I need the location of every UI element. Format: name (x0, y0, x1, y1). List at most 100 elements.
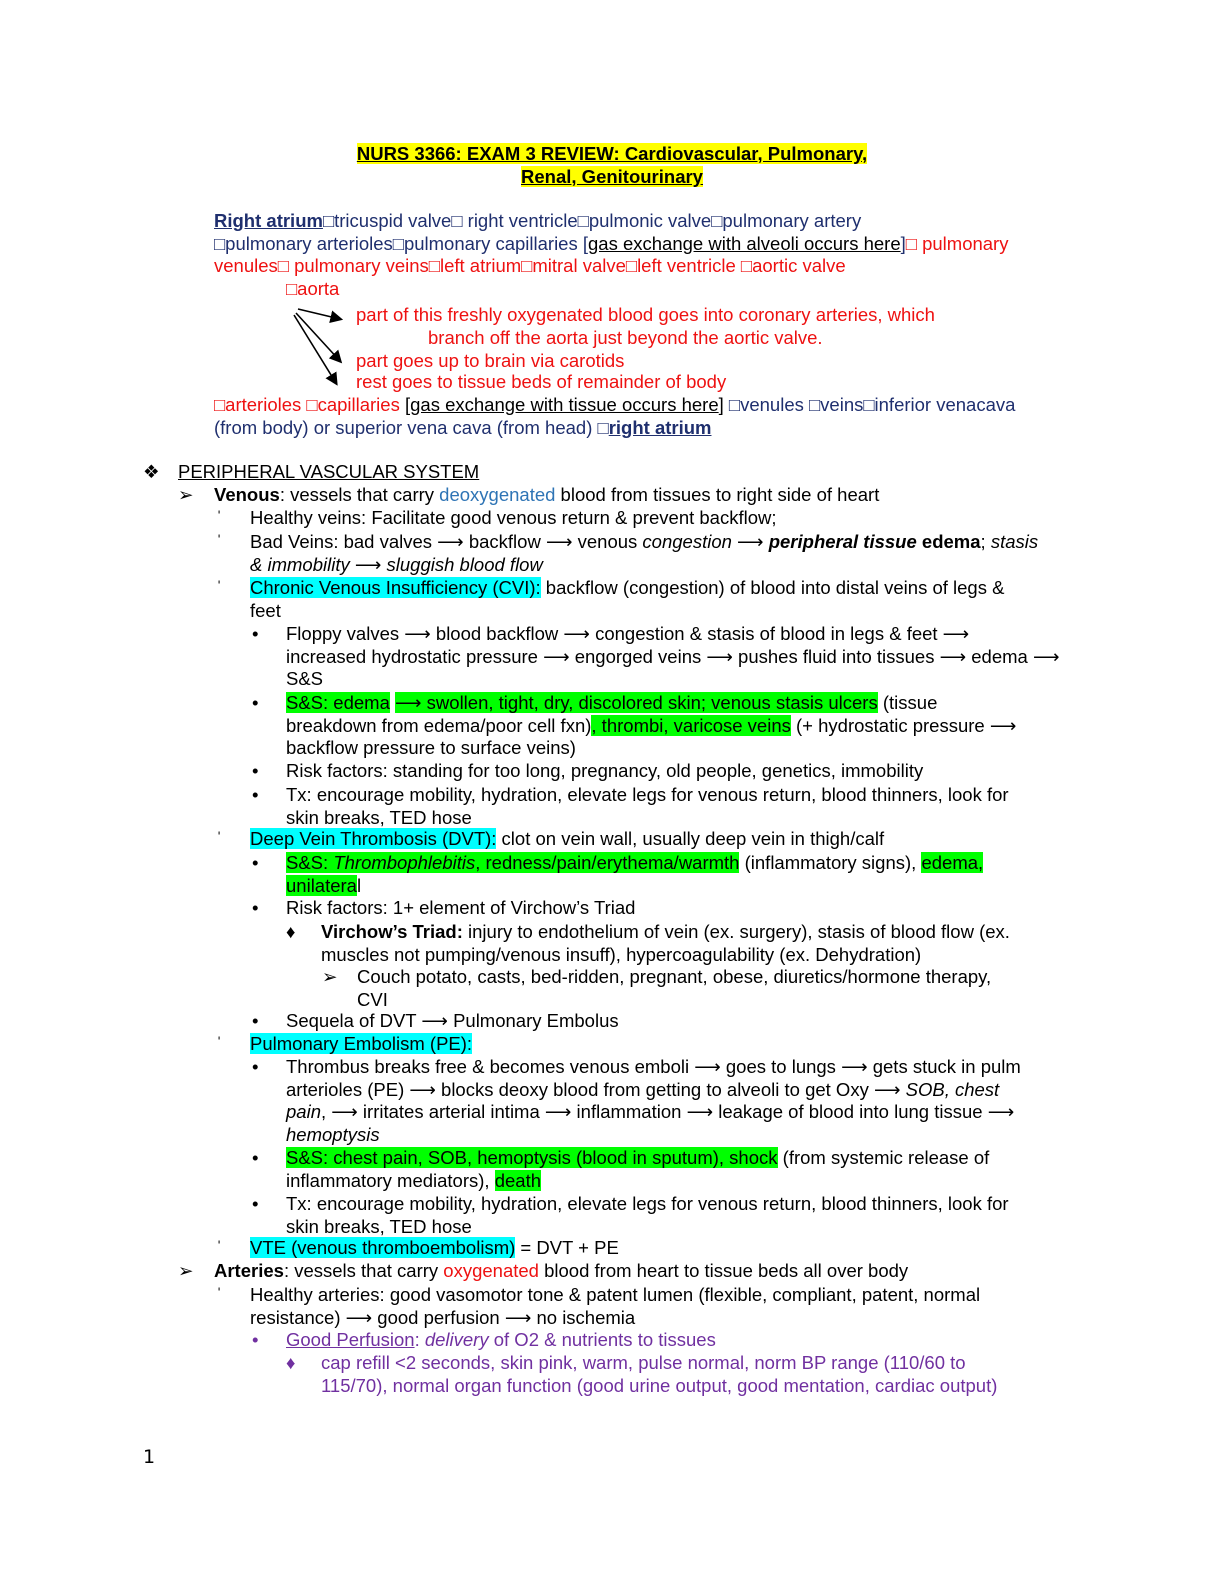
return-line-1: □arterioles □capillaries [gas exchange w… (214, 394, 1094, 417)
cvi-floppy-line-1: Floppy valves ⟶ blood backflow ⟶ congest… (286, 623, 970, 644)
tick-bullet-icon: ˈ (216, 828, 223, 849)
dvt-risk-factors: Risk factors: 1+ element of Virchow’s Tr… (286, 897, 636, 918)
text (490, 1170, 495, 1191)
highlight: , thrombi, varicose veins (591, 714, 791, 736)
pe-label: Pulmonary Embolism (PE): (250, 1033, 473, 1054)
cvi-definition: Chronic Venous Insufficiency (CVI): back… (250, 577, 1070, 622)
text: ⟶ (731, 531, 769, 552)
arrowhead-bullet-icon: ➢ (178, 1260, 194, 1281)
flow-line-2: □pulmonary arterioles□pulmonary capillar… (214, 233, 1094, 256)
cvi-pathophysiology: Floppy valves ⟶ blood backflow ⟶ congest… (286, 623, 1076, 691)
arrowhead-bullet-icon: ➢ (178, 484, 194, 505)
text: , redness/pain/erythema/warmth (475, 852, 740, 873)
document-title: NURS 3366: EXAM 3 REVIEW: Cardiovascular… (0, 143, 1224, 188)
branch-coronary-cont: branch off the aorta just beyond the aor… (428, 327, 823, 348)
right-atrium-end: right atrium (608, 416, 712, 438)
title-line-1: NURS 3366: EXAM 3 REVIEW: Cardiovascular… (356, 143, 868, 164)
branch-carotids: part goes up to brain via carotids (356, 350, 625, 371)
dvt-ss-line-1: S&S: Thrombophlebitis, redness/pain/eryt… (286, 852, 1076, 875)
gas-exchange-tissue: gas exchange with tissue occurs here (410, 394, 719, 415)
flow-text-red: □ pulmonary (905, 232, 1009, 254)
text: (tissue (877, 692, 938, 713)
highlight: unilatera (286, 874, 357, 896)
deoxygenated-word: deoxygenated (439, 484, 556, 505)
healthy-veins: Healthy veins: Facilitate good venous re… (250, 507, 777, 528)
cvi-line-2: feet (250, 599, 281, 621)
highlight: ⟶ swollen, tight, dry, discolored skin; … (395, 692, 878, 713)
return-line-2: (from body) or superior vena cava (from … (214, 417, 1094, 440)
highlight: S&S: Thrombophlebitis, redness/pain/eryt… (286, 852, 740, 873)
bullet-icon: • (252, 897, 259, 918)
return-text-blue: (from body) or superior vena cava (from … (214, 416, 609, 438)
dvt-ss-line-2: unilateral (286, 874, 1076, 898)
arrowhead-bullet-icon: ➢ (322, 966, 338, 987)
bullet-icon: • (252, 760, 259, 781)
pe-line-4: hemoptysis (286, 1124, 1076, 1147)
flow-text: ] (900, 232, 906, 254)
highlight: S&S: chest pain, SOB, hemoptysis (blood … (286, 1147, 778, 1168)
bracket: ] (718, 394, 724, 415)
bad-veins-line-1: Bad Veins: bad valves ⟶ backflow ⟶ venou… (250, 531, 1070, 554)
text: blood from tissues to right side of hear… (555, 484, 880, 505)
good-perfusion-label: Good Perfusion (286, 1329, 415, 1350)
text: (+ hydrostatic pressure ⟶ (790, 714, 1017, 736)
text: backflow (congestion) of blood into dist… (540, 577, 1005, 598)
pe-tx-line-2: skin breaks, TED hose (286, 1215, 472, 1237)
text: : (414, 1329, 425, 1350)
cvi-line-1: Chronic Venous Insufficiency (CVI): back… (250, 577, 1070, 600)
couch-line-1: Couch potato, casts, bed-ridden, pregnan… (357, 966, 992, 987)
right-atrium-start: Right atrium (214, 210, 323, 231)
diamond-bullet-icon: ♦ (286, 921, 296, 942)
gas-exchange-alveoli: gas exchange with alveoli occurs here (588, 232, 901, 254)
flow-line-1: Right atrium□tricuspid valve□ right vent… (214, 210, 1094, 233)
text: blood from heart to tissue beds all over… (538, 1260, 909, 1281)
text: arterioles (PE) ⟶ blocks deoxy blood fro… (286, 1078, 906, 1100)
healthy-arteries: Healthy arteries: good vasomotor tone & … (250, 1284, 1070, 1329)
bullet-icon: • (252, 784, 259, 805)
vte-definition: VTE (venous thromboembolism) = DVT + PE (250, 1237, 619, 1260)
branch-coronary: part of this freshly oxygenated blood go… (356, 304, 935, 325)
text: l (356, 874, 362, 896)
text: SOB, chest (905, 1078, 1000, 1100)
virchows-triad: Virchow’s Triad: injury to endothelium o… (321, 921, 1081, 966)
delivery-word: delivery (424, 1329, 489, 1350)
branch-arrows-icon (293, 308, 344, 386)
tick-bullet-icon: ˈ (216, 1237, 223, 1258)
text: , ⟶ irritates arterial intima ⟶ inflamma… (320, 1101, 1015, 1123)
cvi-ss-line-1: S&S: edema ⟶ swollen, tight, dry, discol… (286, 692, 1076, 715)
stasis-word: stasis (990, 531, 1039, 552)
oxygenated-word: oxygenated (443, 1260, 539, 1281)
text: inflammatory mediators), (286, 1169, 490, 1191)
thrombophlebitis-word: Thrombophlebitis (333, 852, 476, 873)
edema-word: edema (916, 531, 981, 552)
text: & immobility ⟶ sluggish blood flow (250, 553, 543, 575)
healthy-arteries-line-2: resistance) ⟶ good perfusion ⟶ no ischem… (250, 1306, 636, 1328)
pe-ss-line-1: S&S: chest pain, SOB, hemoptysis (blood … (286, 1147, 1076, 1170)
dvt-definition: Deep Vein Thrombosis (DVT): clot on vein… (250, 828, 884, 851)
dvt-signs-symptoms: S&S: Thrombophlebitis, redness/pain/eryt… (286, 852, 1076, 897)
venous-label: Venous (214, 484, 280, 505)
virchow-line-1: Virchow’s Triad: injury to endothelium o… (321, 921, 1081, 944)
blood-flow-paragraph: Right atrium□tricuspid valve□ right vent… (214, 210, 1094, 300)
cvi-floppy-line-3: S&S (286, 668, 324, 690)
tick-bullet-icon: ˈ (216, 1033, 223, 1054)
cvi-tx-line-1: Tx: encourage mobility, hydration, eleva… (286, 784, 1009, 805)
section-heading: PERIPHERAL VASCULAR SYSTEM (178, 461, 480, 482)
bullet-icon: • (252, 1010, 259, 1031)
flow-text: □pulmonary arterioles□pulmonary capillar… (214, 232, 589, 254)
virchow-line-2: muscles not pumping/venous insuff), hype… (321, 943, 922, 965)
good-perfusion: Good Perfusion: delivery of O2 & nutrien… (286, 1329, 716, 1352)
tick-bullet-icon: ˈ (216, 577, 223, 598)
cvi-tx-line-2: skin breaks, TED hose (286, 806, 472, 828)
cvi-signs-symptoms: S&S: edema ⟶ swollen, tight, dry, discol… (286, 692, 1076, 760)
bullet-icon: • (252, 852, 259, 873)
pe-signs-symptoms: S&S: chest pain, SOB, hemoptysis (blood … (286, 1147, 1076, 1192)
pe-line-3: pain, ⟶ irritates arterial intima ⟶ infl… (286, 1101, 1076, 1124)
cvi-label: Chronic Venous Insufficiency (CVI): (250, 577, 541, 598)
dvt-label: Deep Vein Thrombosis (DVT): (250, 828, 497, 849)
bracket: [ (399, 394, 411, 415)
cvi-risk-factors: Risk factors: standing for too long, pre… (286, 760, 924, 781)
pe-line-1: Thrombus breaks free & becomes venous em… (286, 1056, 1021, 1077)
page-number: 1 (143, 1446, 156, 1468)
